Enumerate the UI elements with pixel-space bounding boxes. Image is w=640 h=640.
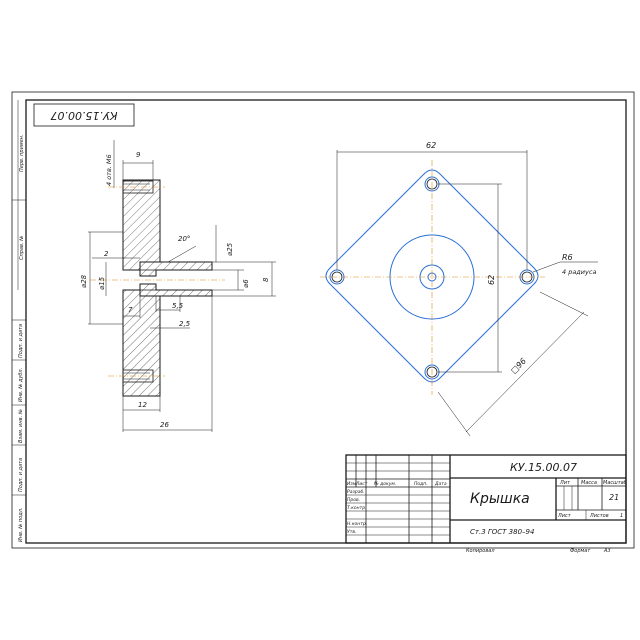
dim-d15: ⌀15 [98, 276, 106, 290]
dim-62-top: 62 [426, 141, 436, 150]
side-label-6: Подп. и дата [18, 458, 24, 492]
copied-label: Копировал [466, 548, 495, 554]
dim-2-5: 2,5 [179, 320, 191, 328]
role-utv: Утв. [347, 529, 356, 535]
side-label-2: Справ. № [19, 236, 25, 260]
section-view [90, 179, 225, 397]
code-box-rotated: КУ.15.00.07 [33, 103, 135, 127]
side-label-3: Подп. и дата [18, 324, 24, 358]
thread-note: 4 отв. М6 [105, 154, 113, 186]
dim-9: 9 [136, 151, 141, 159]
part-name: Крышка [470, 491, 530, 507]
hdr-izm: Изм [347, 481, 357, 487]
side-label-7: Инв. № подл. [18, 508, 24, 543]
dim-r6-note: 4 радиуса [562, 268, 596, 276]
inner-frame [25, 99, 627, 544]
plan-dimensions: 62 62 R6 4 радиуса □96 [336, 141, 598, 437]
role-nkontr: Н.контр. [347, 521, 367, 527]
dim-62-side: 62 [487, 275, 496, 285]
hdr-list: Лист [355, 481, 368, 487]
col-scale: Масштаб [603, 480, 627, 486]
dim-d28: ⌀28 [80, 274, 88, 288]
hdr-doc: № докум. [373, 481, 396, 487]
hdr-sign: Подп. [414, 481, 428, 487]
dim-r6: R6 [562, 253, 573, 262]
side-label-4: Инв. № дубл. [18, 368, 24, 402]
sheets-label: Листов [589, 513, 609, 519]
sheets-value: 1 [620, 513, 623, 519]
side-label-5: Взам. инв. № [18, 409, 24, 443]
format-label: Формат [570, 548, 591, 554]
title-block: Изм Лист № докум. Подп. Дата Разраб. Про… [345, 454, 627, 544]
dim-d25: ⌀25 [226, 242, 234, 256]
format-value: A3 [603, 548, 611, 554]
role-tkontr: Т.контр. [347, 505, 367, 511]
dim-sq96: □96 [509, 356, 528, 375]
dim-8: 8 [262, 277, 270, 282]
dim-20deg: 20° [178, 235, 190, 243]
dim-12: 12 [138, 401, 147, 409]
scale-value: 21 [609, 493, 619, 502]
side-strip: Перв. примен. Справ. № Подп. и дата Инв.… [12, 100, 26, 542]
dim-d6: ⌀6 [242, 279, 250, 288]
title-code: КУ.15.00.07 [510, 461, 577, 474]
section-dimensions: 9 4 отв. М6 2 20° ⌀25 ⌀28 ⌀15 ⌀6 8 [80, 140, 276, 432]
role-prov: Пров. [347, 497, 360, 503]
part-material: Ст.3 ГОСТ 380–94 [470, 528, 534, 536]
col-lit: Лит [559, 480, 571, 486]
dim-26: 26 [160, 421, 169, 429]
plan-view [320, 160, 545, 395]
dim-7: 7 [128, 306, 133, 314]
side-label-1: Перв. примен. [19, 134, 25, 172]
code-rotated-text: КУ.15.00.07 [51, 109, 118, 122]
dim-2: 2 [104, 250, 109, 258]
hdr-date: Дата [434, 481, 447, 487]
role-razrab: Разраб. [347, 489, 365, 495]
sheet-label: Лист [557, 513, 572, 519]
col-mass: Масса [581, 480, 597, 486]
dim-5-5: 5,5 [172, 302, 184, 310]
